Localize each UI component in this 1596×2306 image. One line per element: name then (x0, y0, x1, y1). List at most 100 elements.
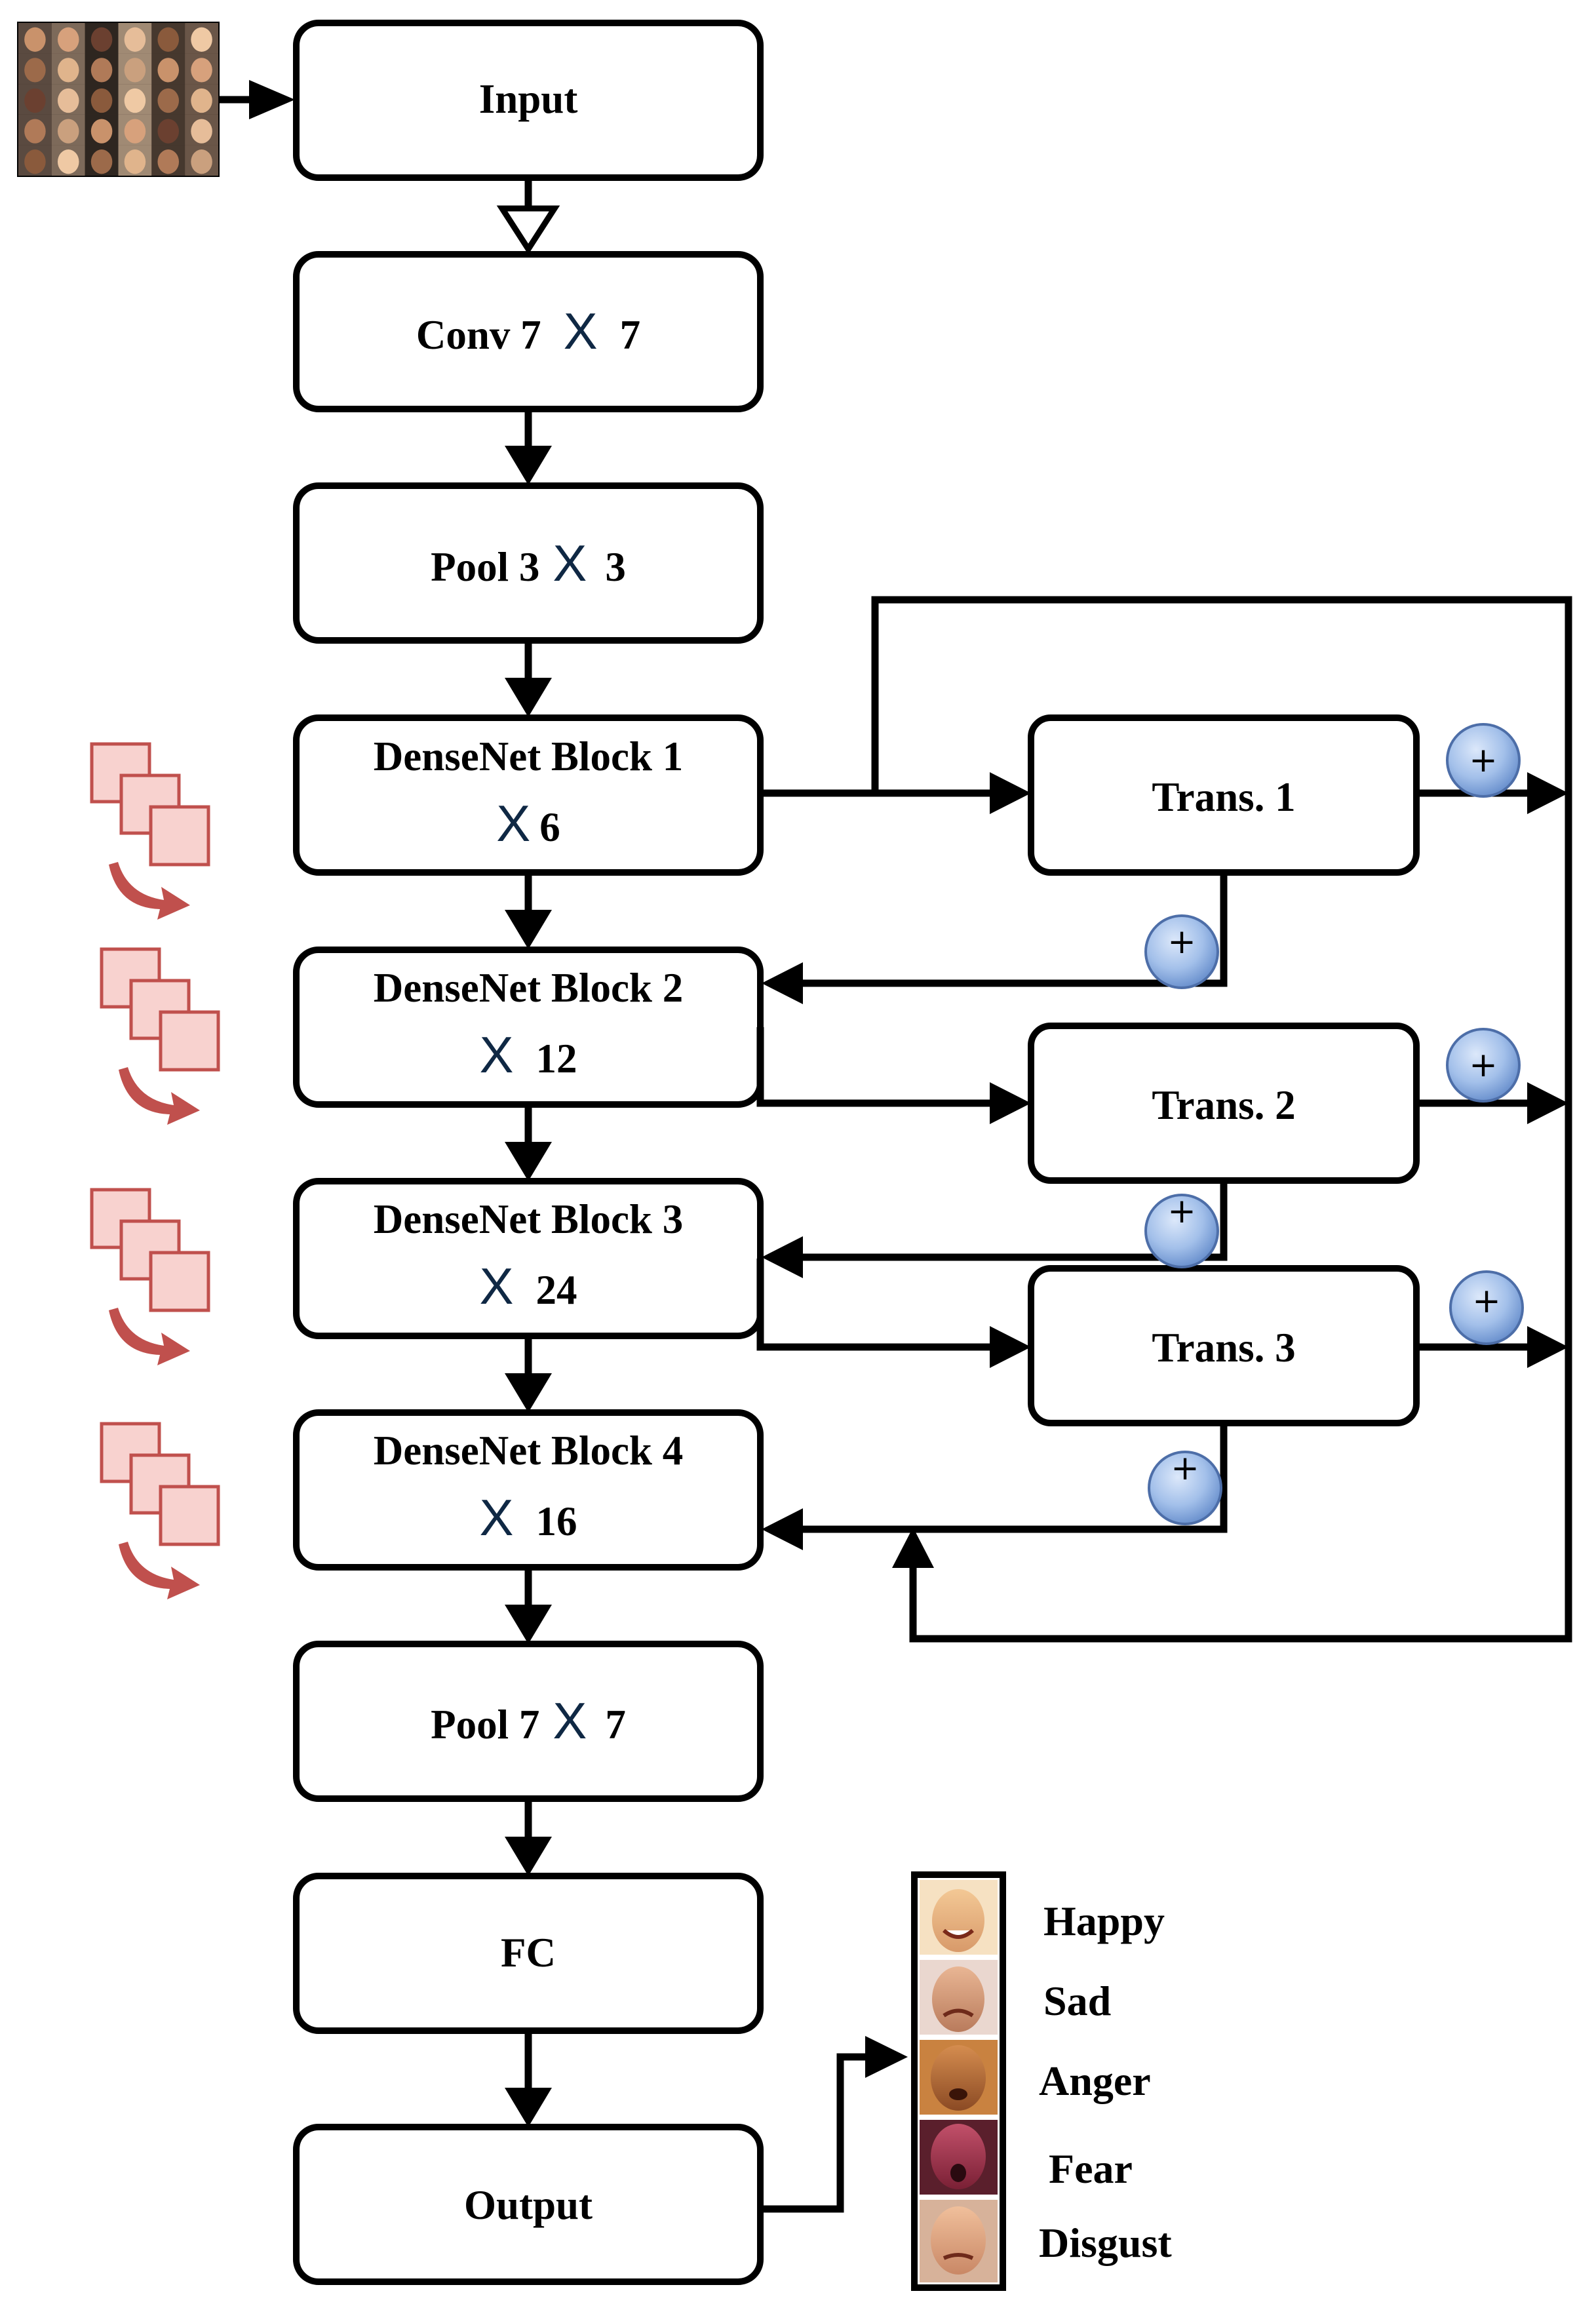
mosaic-face (191, 119, 212, 144)
arrowhead (1527, 1082, 1568, 1124)
svg-text:+: + (1167, 922, 1196, 962)
times-mark: X (496, 794, 530, 852)
dense-block-1: DenseNet Block 1 X 6 (293, 714, 764, 876)
svg-text:Pool 7 X 7: Pool 7 X 7 (431, 1692, 626, 1749)
face-anger-image (920, 2040, 998, 2115)
arrowhead (505, 2088, 552, 2127)
dense3-label: DenseNet Block 3 (374, 1196, 683, 1242)
face-happy-image (920, 1880, 998, 1955)
conv-label: Conv 7 (416, 312, 541, 358)
times-mark: X (479, 1026, 513, 1084)
times-mark: X (553, 534, 587, 592)
layer-stack-icon (90, 1188, 210, 1365)
add-node-icon: + (1148, 1449, 1222, 1525)
output-label: Output (464, 2182, 593, 2228)
dense3-repeat: 24 (536, 1267, 577, 1313)
pool2-label: Pool 7 (431, 1702, 539, 1748)
mosaic-face (57, 58, 79, 83)
fc-block: FC (293, 1873, 764, 2034)
mosaic-face (90, 119, 113, 144)
trans1-label: Trans. 1 (1152, 774, 1295, 820)
transition-block-3: Trans. 3 (1028, 1265, 1420, 1426)
svg-text:X 6: X 6 (496, 794, 560, 852)
mosaic-face (24, 27, 46, 52)
arrowhead (990, 1082, 1031, 1124)
add-node-icon: + (1449, 1270, 1524, 1345)
input-block: Input (293, 20, 764, 181)
dense4-repeat: 16 (536, 1498, 577, 1544)
arrow-trans3-to-dense4 (796, 1423, 1228, 1533)
arrowhead (892, 1527, 934, 1568)
dense-block-3: DenseNet Block 3 X 24 (293, 1178, 764, 1339)
mosaic-face (57, 149, 79, 174)
emotion-label-disgust: Disgust (1039, 2219, 1172, 2266)
svg-text:+: + (1469, 1046, 1498, 1085)
emotion-label-sad: Sad (1043, 1978, 1111, 2024)
arrow-trans1-to-dense2 (796, 872, 1228, 987)
arrow-output-to-emotions (760, 2053, 872, 2213)
pool1-block: Pool 3 X 3 (293, 482, 764, 644)
mosaic-face (24, 88, 46, 113)
arrowhead (505, 678, 552, 717)
mosaic-face (90, 88, 113, 113)
face-disgust-image (920, 2200, 998, 2282)
mosaic-face (157, 119, 180, 144)
mosaic-face (124, 88, 146, 113)
mosaic-face (24, 119, 46, 144)
arrowhead (865, 2036, 908, 2078)
svg-text:X 24: X 24 (479, 1257, 577, 1315)
conv-block: Conv 7 X 7 (293, 251, 764, 412)
trans3-label: Trans. 3 (1152, 1325, 1295, 1371)
conv-kernel-size: 7 (620, 312, 641, 358)
pool2-block: Pool 7 X 7 (293, 1641, 764, 1802)
times-mark: X (479, 1489, 513, 1546)
add-node-icon: + (1144, 1192, 1219, 1268)
arrowhead (1527, 1326, 1568, 1368)
svg-text:Conv 7 X 7: Conv 7 X 7 (416, 302, 640, 360)
arrow-dense3-to-trans3 (756, 1259, 996, 1351)
arrow-dense2-to-trans2 (756, 1027, 996, 1107)
mosaic-face (57, 119, 79, 144)
trans2-label: Trans. 2 (1152, 1082, 1295, 1128)
svg-text:Pool 3 X 3: Pool 3 X 3 (431, 534, 626, 592)
dense2-repeat: 12 (536, 1036, 577, 1082)
arrowhead (990, 1326, 1031, 1368)
layer-stack-icon (90, 742, 210, 920)
emotion-labels: Happy Sad Anger Fear Disgust (1039, 1898, 1172, 2266)
svg-text:+: + (1469, 741, 1498, 780)
mosaic-face (157, 27, 180, 52)
pool2-size: 7 (605, 1702, 626, 1748)
mosaic-face (191, 149, 212, 174)
emotion-label-happy: Happy (1043, 1898, 1165, 1944)
add-nodes: + + + + + + (1144, 723, 1524, 1525)
dense4-label: DenseNet Block 4 (374, 1428, 683, 1474)
transition-block-1: Trans. 1 (1028, 714, 1420, 876)
add-node-icon: + (1446, 1028, 1521, 1103)
arrowhead (505, 1142, 552, 1181)
emotion-face-strip (911, 1871, 1006, 2291)
arrowhead (505, 1605, 552, 1644)
dense1-label: DenseNet Block 1 (374, 733, 683, 779)
arrowhead (249, 80, 295, 119)
add-node-icon: + (1446, 723, 1521, 798)
connectors (218, 96, 1572, 2213)
svg-text:+: + (1472, 1281, 1501, 1321)
face-sad-image (920, 1960, 998, 2035)
mosaic-face (124, 149, 146, 174)
times-mark: X (479, 1257, 513, 1315)
mosaic-face (24, 149, 46, 174)
svg-text:X 12: X 12 (479, 1026, 577, 1084)
mosaic-face (191, 88, 212, 113)
arrowhead (505, 1837, 552, 1876)
mosaic-face (24, 58, 46, 83)
svg-text:+: + (1167, 1192, 1196, 1231)
emotion-label-anger: Anger (1039, 2058, 1151, 2104)
arrowhead (1527, 772, 1568, 814)
fc-label: FC (501, 1930, 556, 1976)
transition-block-2: Trans. 2 (1028, 1023, 1420, 1184)
arrowhead (762, 962, 803, 1004)
layer-stack-icon (100, 1422, 220, 1599)
face-fear-image (920, 2120, 998, 2195)
arrowhead (762, 1508, 803, 1550)
